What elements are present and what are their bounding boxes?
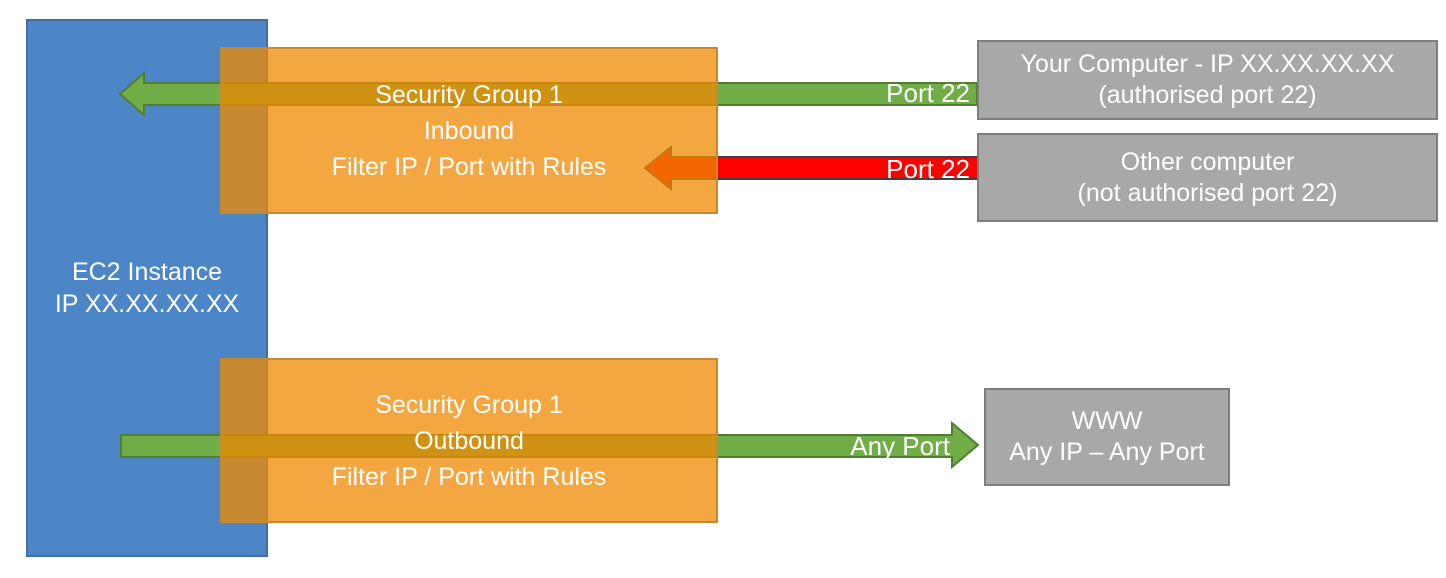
security-group-inbound-box: Security Group 1 Inbound Filter IP / Por… <box>220 47 718 214</box>
security-group-outbound-box: Security Group 1 Outbound Filter IP / Po… <box>220 358 718 523</box>
outbound-port-label: Any Port <box>850 431 950 461</box>
inbound-allowed-port-label: Port 22 <box>886 78 970 108</box>
other-computer-box: Other computer (not authorised port 22) <box>977 133 1438 222</box>
your-computer-title: Your Computer - IP XX.XX.XX.XX <box>1020 50 1395 78</box>
inbound-group-name: Security Group 1 <box>375 80 563 109</box>
www-box: WWW Any IP – Any Port <box>984 388 1230 486</box>
other-computer-subtitle: (not authorised port 22) <box>1077 178 1338 207</box>
other-computer-title: Other computer <box>1120 147 1295 176</box>
www-subtitle: Any IP – Any Port <box>1009 438 1205 466</box>
your-computer-subtitle: (authorised port 22) <box>1098 81 1317 109</box>
ec2-instance-ip: IP XX.XX.XX.XX <box>54 290 240 318</box>
inbound-group-rule: Filter IP / Port with Rules <box>331 152 607 181</box>
www-title: WWW <box>1071 407 1143 435</box>
inbound-blocked-port-label: Port 22 <box>886 154 970 184</box>
outbound-group-direction: Outbound <box>414 426 524 455</box>
outbound-group-name: Security Group 1 <box>375 390 563 419</box>
your-computer-box: Your Computer - IP XX.XX.XX.XX (authoris… <box>977 40 1438 120</box>
inbound-group-direction: Inbound <box>423 116 515 145</box>
ec2-instance-name: EC2 Instance <box>71 258 223 286</box>
outbound-group-rule: Filter IP / Port with Rules <box>331 462 607 491</box>
